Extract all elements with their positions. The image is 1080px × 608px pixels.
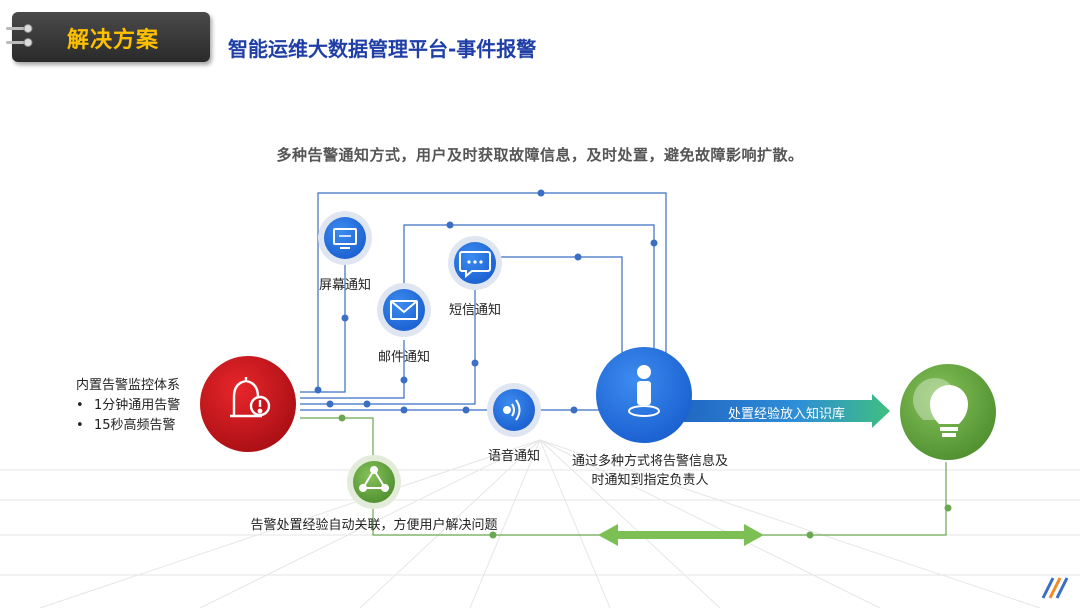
- builtin-monitoring-title: 内置告警监控体系: [76, 378, 181, 393]
- network-icon: [359, 466, 389, 492]
- lightbulb-icon: [913, 378, 968, 437]
- voice-node-label: 语音通知: [487, 449, 541, 464]
- screen-node-label: 屏幕通知: [318, 278, 372, 293]
- bulb-node: [900, 364, 996, 460]
- binder-rings-icon: [6, 24, 33, 47]
- blue-connectors: [300, 192, 667, 411]
- monitor-icon: [333, 228, 357, 249]
- person-description-line: 时通知到指定负责人: [591, 473, 709, 488]
- association-node: [347, 455, 401, 509]
- knowledge-base-arrow: [660, 394, 890, 428]
- list-item: 1分钟通用告警: [76, 396, 180, 416]
- person-description: 通过多种方式将告警信息及 时通知到指定负责人: [555, 452, 745, 490]
- envelope-icon: [390, 300, 418, 320]
- person-node: [596, 347, 692, 443]
- page-title: 智能运维大数据管理平台-事件报警: [228, 37, 537, 61]
- double-arrow-icon: [598, 524, 764, 546]
- badge-label: 解决方案: [67, 28, 160, 53]
- subtitle: 多种告警通知方式，用户及时获取故障信息，及时处置，避免故障影响扩散。: [276, 146, 804, 164]
- person-description-line: 通过多种方式将告警信息及: [571, 454, 728, 469]
- mail-node-label: 邮件通知: [377, 350, 431, 365]
- knowledge-base-arrow-label: 处置经验放入知识库: [728, 407, 846, 422]
- chat-bubble-icon: [459, 251, 491, 279]
- builtin-monitoring-block: 内置告警监控体系 1分钟通用告警 15秒高频告警: [76, 376, 180, 436]
- sms-node: [448, 236, 502, 290]
- corner-logo: [1041, 577, 1069, 599]
- builtin-monitoring-list: 1分钟通用告警 15秒高频告警: [76, 396, 180, 436]
- association-label: 告警处置经验自动关联，方便用户解决问题: [250, 518, 498, 533]
- screen-node: [318, 211, 372, 265]
- alarm-bell-icon: [230, 377, 271, 418]
- sms-node-label: 短信通知: [448, 303, 502, 318]
- connector-dots: [314, 189, 658, 414]
- sound-wave-icon: [503, 399, 521, 421]
- section-badge: 解决方案: [6, 12, 210, 62]
- person-icon: [628, 365, 660, 417]
- alarm-node: [200, 356, 296, 452]
- voice-node: [487, 383, 541, 437]
- mail-node: [377, 283, 431, 337]
- list-item: 15秒高频告警: [76, 416, 180, 436]
